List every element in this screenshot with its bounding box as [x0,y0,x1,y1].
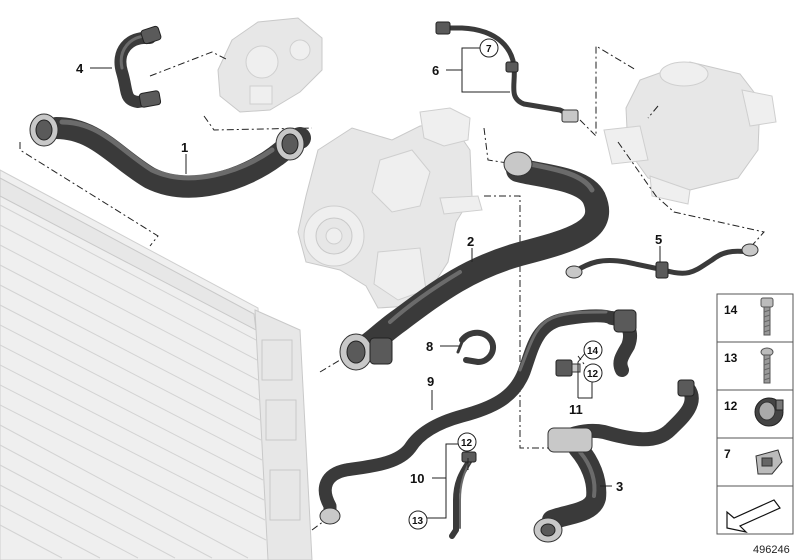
fittings-part-11 [555,359,581,377]
orientation-arrow-icon [726,499,781,534]
expansion-tank-ghost [603,61,777,205]
radiator-ghost [0,169,313,560]
svg-text:7: 7 [486,44,492,55]
hose-part-9 [318,309,637,525]
svg-text:12: 12 [587,369,599,380]
document-number: 496246 [753,544,790,556]
bolt-icon [760,297,774,336]
circled-callout-12-upper: 12 [583,363,603,383]
callout-4: 4 [76,61,84,76]
legend-label-7: 7 [724,447,731,461]
circled-callout-14: 14 [583,340,603,360]
callout-3: 3 [616,479,623,494]
callout-11: 11 [569,402,583,417]
circled-callout-13: 13 [408,510,428,530]
callout-2: 2 [467,234,474,249]
callout-leaders [90,47,661,519]
pipe-part-5 [565,243,759,279]
pipe-part-10 [449,451,477,539]
legend-label-14: 14 [724,303,738,317]
clamp-part-8 [456,329,496,365]
screw-icon [760,347,774,384]
hose-part-3 [533,379,699,543]
clip-icon [755,449,783,475]
pipe-part-6 [435,21,579,123]
svg-text:14: 14 [587,346,599,357]
dashed-connection-lines [19,45,765,531]
svg-text:13: 13 [412,516,424,527]
svg-text:12: 12 [461,438,473,449]
callout-6: 6 [432,63,439,78]
legend-label-13: 13 [724,351,738,365]
parts-legend: 14 13 12 7 [716,293,794,535]
hose-clamp-icon [754,397,784,427]
callout-5: 5 [655,232,662,247]
hose-part-4 [114,25,162,108]
callout-10: 10 [410,471,424,486]
water-pump-ghost-top [217,17,323,113]
engine-block-ghost [297,107,483,309]
circled-callout-12-lower: 12 [457,432,477,452]
legend-label-12: 12 [724,399,738,413]
circled-callout-7: 7 [479,38,499,58]
callout-1: 1 [181,140,188,155]
callout-8: 8 [426,339,433,354]
hose-part-1 [29,113,311,198]
callout-9: 9 [427,374,434,389]
hose-part-2 [339,151,610,371]
